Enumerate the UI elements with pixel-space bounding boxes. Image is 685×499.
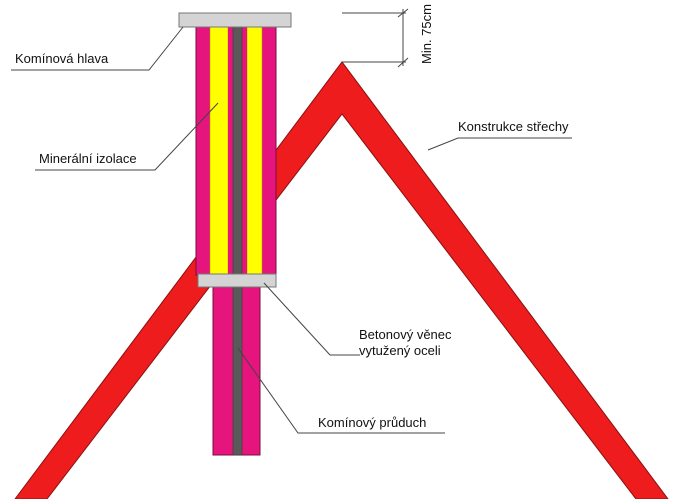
flue-label: Komínový průduch: [318, 415, 426, 430]
min-height-label: Min. 75cm: [419, 4, 434, 64]
chimney-head-label: Komínová hlava: [15, 51, 109, 66]
flue-leader: [237, 347, 445, 434]
min-height-top-tick: [397, 8, 409, 18]
insulation-label: Minerální izolace: [39, 151, 137, 166]
concrete-ring-label-line2: vytužený oceli: [359, 343, 441, 358]
concrete-ring: [197, 273, 277, 288]
chimney-head: [178, 12, 292, 28]
min-height-bottom-tick: [397, 57, 409, 68]
inner-wall-right: [242, 27, 247, 275]
insulation-leader: [35, 102, 219, 171]
insulation-layer-right: [246, 26, 263, 276]
roof-leader: [427, 137, 572, 151]
inner-wall-left: [228, 27, 233, 275]
concrete-ring-label-line1: Betonový věnec: [359, 327, 452, 342]
chimney-flue: [232, 26, 243, 456]
roof-structure-label: Konstrukce střechy: [458, 119, 569, 134]
concrete-ring-leader: [263, 282, 360, 356]
insulation-layer-left: [209, 26, 229, 276]
chimney-head-leader: [11, 26, 184, 71]
